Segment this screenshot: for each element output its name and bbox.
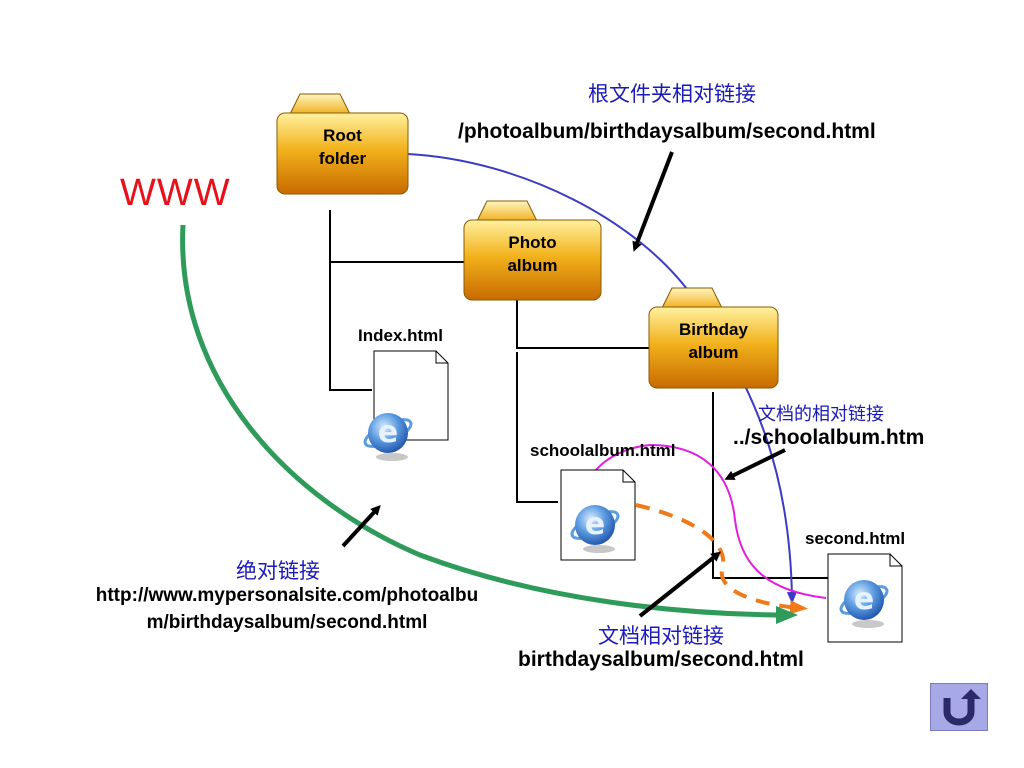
photo-to-school-line (516, 352, 558, 503)
absolute-link-path-line2: m/birthdaysalbum/second.html (146, 612, 428, 633)
ie-browser-icon: e (363, 413, 413, 461)
index-html-label: Index.html (358, 326, 444, 345)
photo-folder-label: Photo album (507, 233, 558, 275)
absolute-link-caption: 绝对链接 (236, 559, 320, 583)
birthday-to-second-line (712, 392, 828, 579)
absolute-link-path-line1: http://www.mypersonalsite.com/photoalbu (95, 585, 479, 606)
pointer-arrow-root-relative (632, 151, 674, 252)
root-relative-link-path: /photoalbum/birthdaysalbum/second.html (458, 120, 876, 143)
tree-lines (329, 210, 828, 579)
doc-relative-link-path: ../schoolalbum.htm (733, 426, 925, 449)
pointer-arrow-doc-relative2 (638, 551, 722, 618)
absolute-link-curve (180, 224, 798, 624)
photo-to-birthday-line (516, 300, 652, 349)
root-relative-link-caption: 根文件夹相对链接 (588, 82, 756, 106)
birthday-folder-label: Birthday album (679, 320, 748, 362)
u-turn-back-icon (943, 689, 981, 726)
root-to-index-line (329, 210, 372, 391)
doc-relative2-link-path: birthdaysalbum/second.html (518, 648, 804, 671)
svg-text:e: e (854, 582, 874, 617)
pointer-arrow-doc-relative (724, 448, 786, 480)
www-label: WWW (120, 172, 231, 214)
second-html-label: second.html (805, 529, 906, 548)
root-folder-label: Root folder (318, 126, 367, 168)
ie-browser-icon: e (570, 505, 620, 553)
photo-folder-icon (463, 200, 602, 301)
doc-relative2-link-caption: 文档相对链接 (598, 624, 724, 648)
svg-text:e: e (585, 507, 605, 542)
back-button[interactable] (930, 683, 988, 731)
root-folder-icon (276, 93, 409, 195)
ie-browser-icon: e (839, 580, 889, 628)
svg-text:e: e (378, 415, 398, 450)
doc-relative-dashed-link (635, 503, 808, 615)
schoolalbum-html-label: schoolalbum.html (530, 441, 676, 460)
pointer-arrow-absolute (341, 505, 381, 548)
doc-relative-link-caption: 文档的相对链接 (758, 404, 884, 425)
birthday-folder-icon (648, 287, 779, 389)
doc-relative-link-curve (586, 443, 827, 599)
